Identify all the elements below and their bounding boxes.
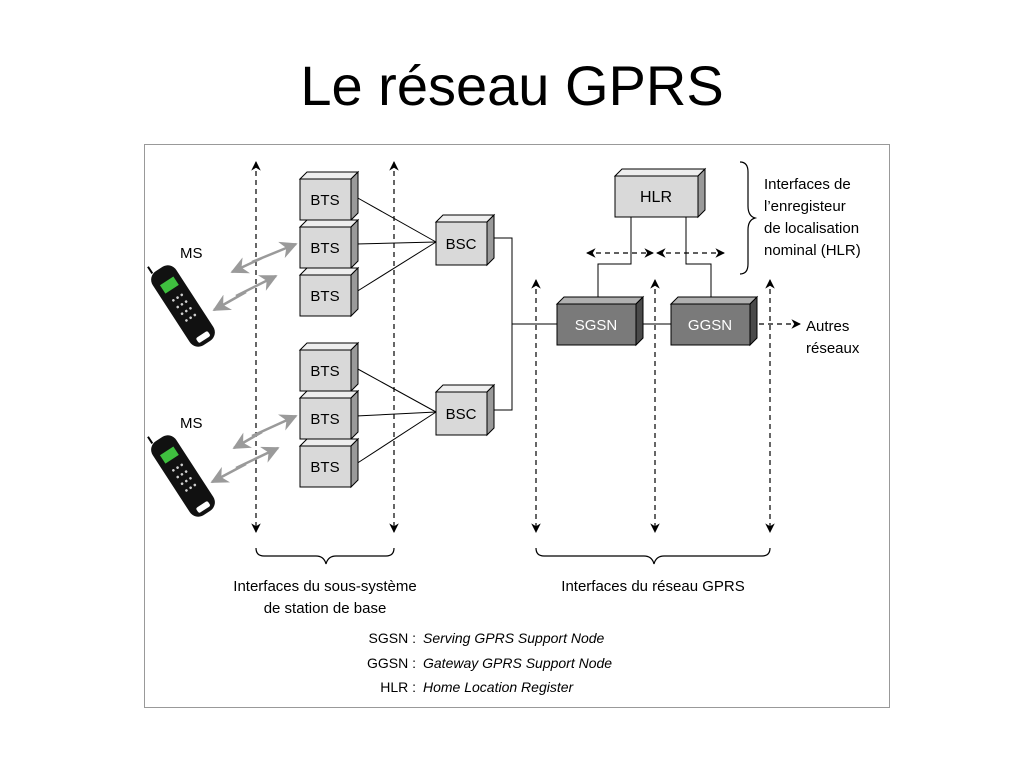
bss-brace (255, 547, 395, 565)
svg-text:Autres: Autres (806, 318, 849, 335)
gprs-brace (535, 547, 771, 565)
phone-screen (159, 446, 179, 464)
wireless-links (210, 241, 298, 484)
hlr-label: HLR (640, 189, 672, 206)
bsc-label: BSC (446, 236, 477, 253)
bts-label: BTS (310, 288, 339, 305)
ms-label-top: MS (180, 245, 203, 262)
bts-label: BTS (310, 240, 339, 257)
bts-bottom-3: BTS (298, 437, 360, 489)
ggsn-label: GGSN (688, 317, 732, 334)
mobile-phone-top (147, 265, 215, 347)
bss-interfaces-label: Interfaces du sous-système de station de… (233, 578, 416, 617)
slide-title: Le réseau GPRS (300, 54, 724, 117)
bts-bottom-1: BTS (298, 341, 360, 393)
svg-text:réseaux: réseaux (806, 340, 860, 357)
hlr-brace (739, 161, 758, 275)
bsc-bottom: BSC (434, 383, 496, 437)
legend-abbr: SGSN : (369, 630, 416, 646)
svg-text:l’enregisteur: l’enregisteur (764, 198, 846, 215)
phone-screen (159, 276, 179, 294)
svg-text:Interfaces de: Interfaces de (764, 176, 851, 193)
legend: SGSN : Serving GPRS Support Node GGSN : … (367, 630, 612, 695)
bsc-top: BSC (434, 213, 496, 267)
legend-abbr: HLR : (380, 679, 416, 695)
ms-label-bottom: MS (180, 415, 203, 432)
bts-label: BTS (310, 411, 339, 428)
sgsn-box: SGSN (555, 295, 645, 347)
bts-label: BTS (310, 363, 339, 380)
mobile-phone-bottom (147, 435, 215, 517)
connection-lines (355, 196, 712, 465)
svg-text:Interfaces du sous-système: Interfaces du sous-système (233, 578, 416, 595)
legend-full: Gateway GPRS Support Node (423, 655, 612, 671)
sgsn-label: SGSN (575, 317, 618, 334)
bts-bottom-2: BTS (298, 389, 360, 441)
hlr-interfaces-label: Interfaces de l’enregisteur de localisat… (764, 176, 861, 259)
hlr-box: HLR (613, 167, 707, 219)
bts-top-3: BTS (298, 266, 360, 318)
bts-top-2: BTS (298, 218, 360, 270)
bts-label: BTS (310, 459, 339, 476)
ggsn-box: GGSN (669, 295, 759, 347)
svg-text:de localisation: de localisation (764, 220, 859, 237)
other-networks-label: Autres réseaux (806, 318, 860, 357)
legend-abbr: GGSN : (367, 655, 416, 671)
legend-full: Serving GPRS Support Node (423, 630, 605, 646)
svg-text:nominal (HLR): nominal (HLR) (764, 242, 861, 259)
bts-top-1: BTS (298, 170, 360, 222)
svg-text:de station de base: de station de base (264, 600, 387, 617)
legend-full: Home Location Register (423, 679, 575, 695)
bsc-label: BSC (446, 406, 477, 423)
gprs-interfaces-label: Interfaces du réseau GPRS (561, 578, 744, 595)
bts-label: BTS (310, 192, 339, 209)
